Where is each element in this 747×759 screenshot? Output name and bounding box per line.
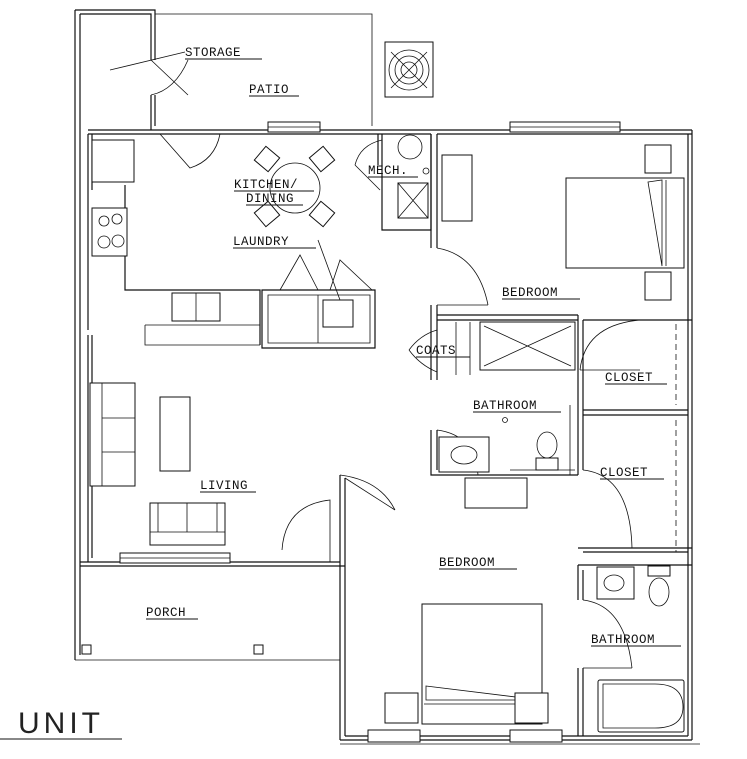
label-storage: STORAGE bbox=[185, 46, 241, 60]
label-coats: COATS bbox=[416, 344, 456, 358]
label-bedroom-2: BEDROOM bbox=[439, 556, 495, 570]
label-laundry: LAUNDRY bbox=[233, 235, 289, 249]
label-bathroom-1: BATHROOM bbox=[473, 399, 537, 413]
label-bathroom-2: BATHROOM bbox=[591, 633, 655, 647]
windows bbox=[119, 121, 621, 743]
label-mech: MECH. bbox=[368, 164, 408, 178]
label-kitchen-dining-line2: DINING bbox=[246, 192, 294, 206]
label-closet-2: CLOSET bbox=[600, 466, 648, 480]
label-bedroom-1: BEDROOM bbox=[502, 286, 558, 300]
label-patio: PATIO bbox=[249, 83, 289, 97]
label-kitchen-dining-line1: KITCHEN/ bbox=[234, 178, 298, 192]
furniture bbox=[89, 41, 685, 725]
plan-title: UNIT bbox=[18, 707, 104, 740]
label-closet-1: CLOSET bbox=[605, 371, 653, 385]
label-living: LIVING bbox=[200, 479, 248, 493]
label-porch: PORCH bbox=[146, 606, 186, 620]
room-labels: STORAGE PATIO KITCHEN/ DINING MECH. LAUN… bbox=[146, 46, 681, 647]
